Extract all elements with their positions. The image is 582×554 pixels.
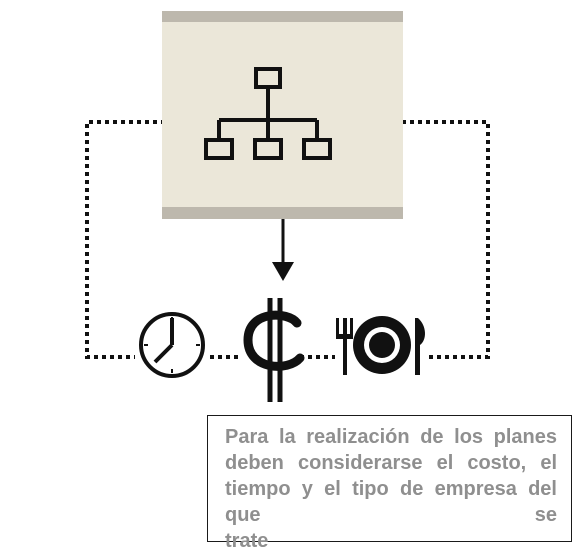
right-connector	[402, 120, 490, 359]
caption-line: tiempo y el tipo de empresa del que se	[225, 478, 557, 526]
org-chart-panel	[162, 11, 403, 219]
down-arrow-icon	[272, 219, 294, 281]
panel-bottom-bar	[162, 207, 403, 219]
clock-icon	[139, 312, 205, 378]
caption-line: trate	[225, 530, 269, 552]
cent-sign-icon	[243, 298, 305, 402]
org-chart-icon	[204, 67, 332, 160]
caption-line: deben considerarse el costo, el	[225, 452, 557, 474]
panel-body	[162, 22, 403, 207]
dotted-connectors	[85, 120, 490, 359]
caption-line: Para la realización de los planes	[225, 426, 557, 448]
left-connector	[85, 120, 165, 359]
caption-text: Para la realización de los planes deben …	[225, 424, 557, 554]
caption-box: Para la realización de los planes deben …	[207, 415, 572, 552]
plate-cutlery-icon	[336, 316, 426, 375]
panel-top-bar	[162, 11, 403, 22]
